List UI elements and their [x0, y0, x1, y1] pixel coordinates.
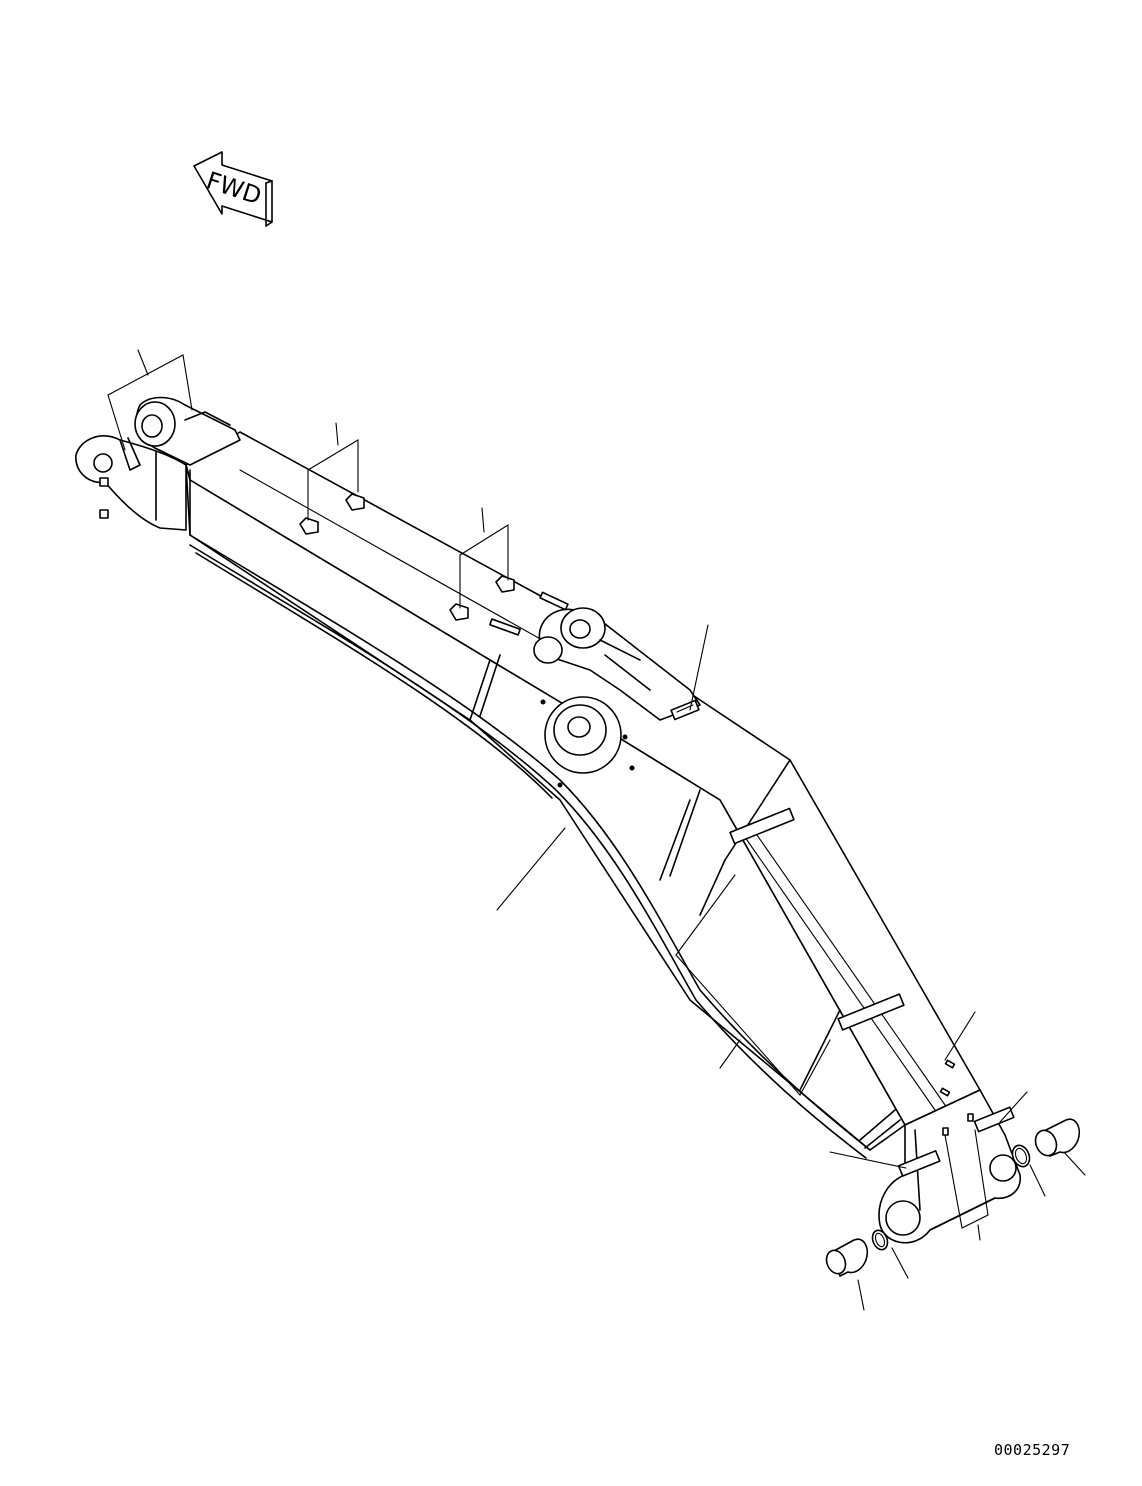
pipe-clamp-group: [299, 493, 1015, 1177]
arm-body: [185, 431, 981, 1159]
bushing-right: [1034, 1118, 1081, 1157]
fwd-arrow-icon: FWD: [193, 151, 273, 227]
side-pivot-boss: [540, 696, 635, 788]
arm-foot-end: [75, 396, 241, 536]
callout-leaders: [107, 349, 1086, 1311]
drawing-number: 00025297: [994, 1441, 1071, 1459]
bushing-left: [825, 1238, 869, 1277]
loose-parts: [825, 1118, 1081, 1277]
